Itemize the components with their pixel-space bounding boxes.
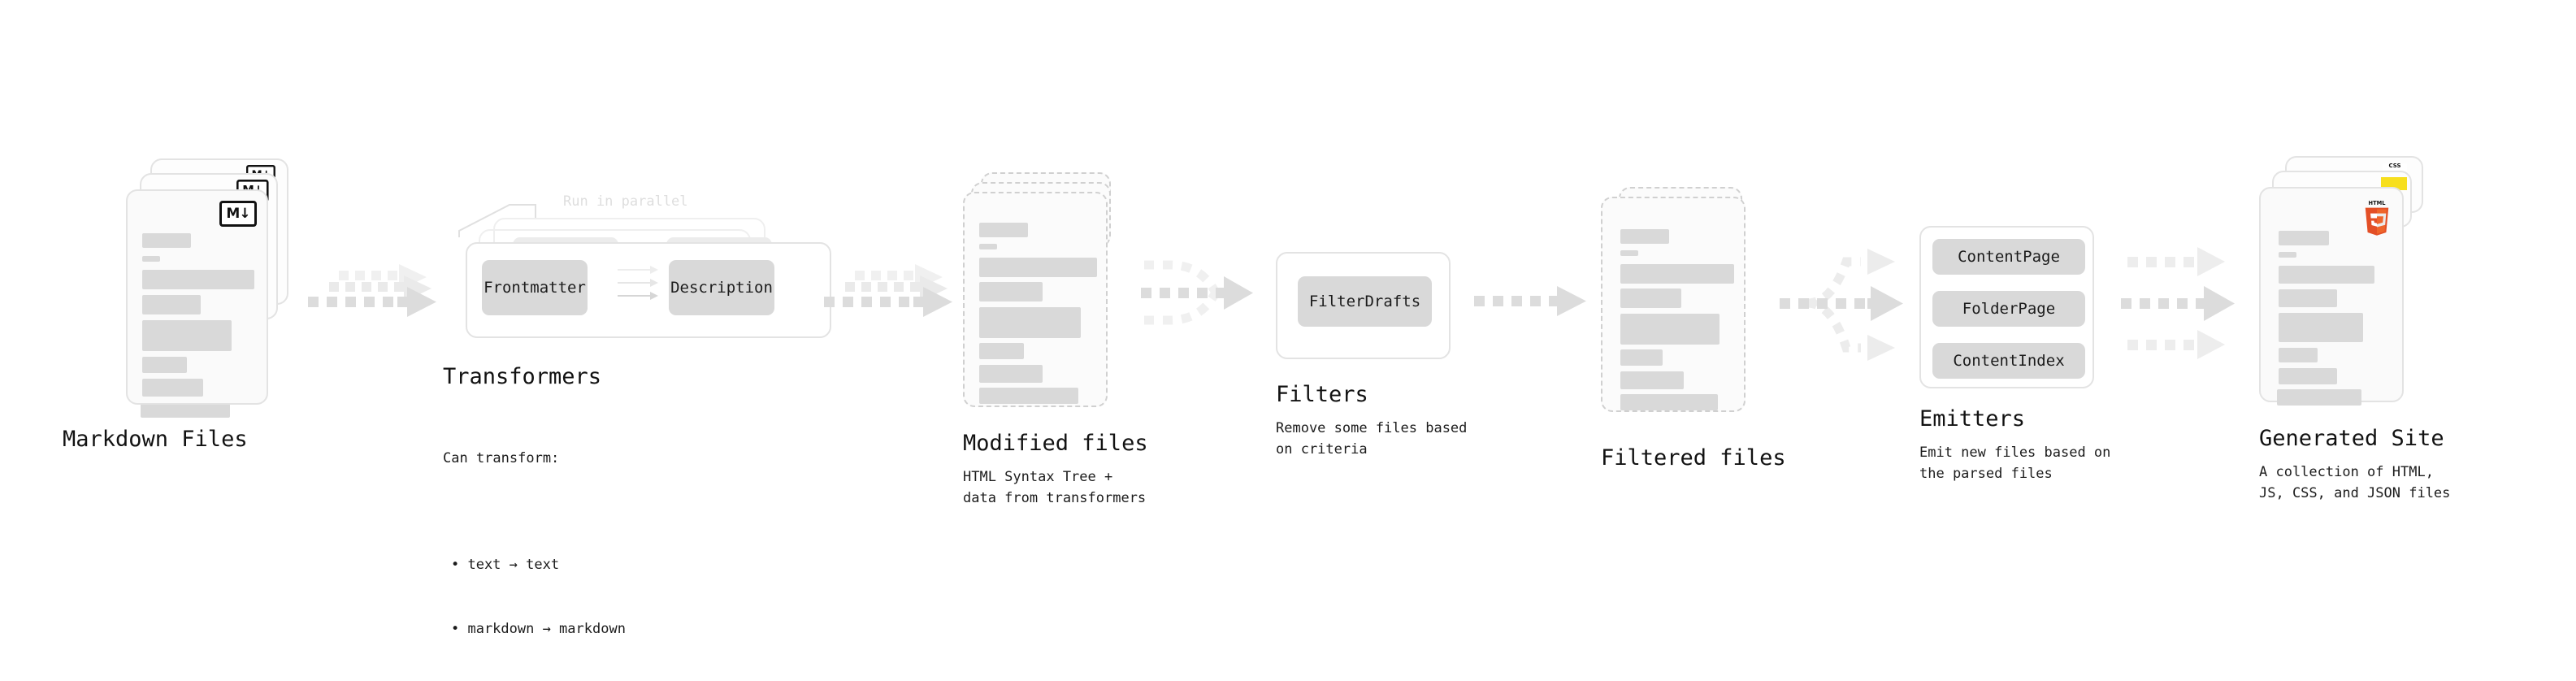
connector-transformers-to-modified <box>821 264 952 337</box>
skeleton-line <box>142 256 160 262</box>
connector-filtered-to-emitters <box>1772 234 1910 372</box>
filtered-card-stack <box>1601 187 1763 423</box>
filters-box: FilterDrafts <box>1276 252 1451 359</box>
skeleton-line <box>142 379 203 397</box>
modified-card-stack <box>963 172 1125 416</box>
emitters-caption: Emit new files based on the parsed files <box>1919 445 2111 483</box>
skeleton-line <box>979 244 997 249</box>
skeleton-line <box>1620 371 1684 389</box>
list-item: • markdown → markdown <box>451 621 626 638</box>
connector-markdown-to-transformers <box>305 264 436 337</box>
skeleton-line <box>979 258 1097 277</box>
skeleton-line <box>1620 314 1720 345</box>
css-badge-label: CSS <box>2388 163 2401 169</box>
skeleton-line <box>141 401 230 418</box>
skeleton-line <box>1620 288 1681 308</box>
modified-card-front <box>963 192 1108 407</box>
skeleton-line <box>1620 229 1669 244</box>
markdown-card-front: M↓ <box>126 189 268 405</box>
markdown-badge-label: M <box>226 205 240 222</box>
skeleton-line <box>2279 266 2374 284</box>
skeleton-line <box>979 388 1078 404</box>
connector-filters-to-filtered <box>1472 286 1594 327</box>
pill-contentindex[interactable]: ContentIndex <box>1932 343 2085 379</box>
connector-modified-to-filters <box>1138 250 1260 340</box>
skeleton-line <box>142 320 232 351</box>
triple-lane-arrow-icon <box>2121 247 2235 359</box>
generated-site-caption: A collection of HTML, JS, CSS, and JSON … <box>2259 464 2451 502</box>
stage-markdown-files: M↓ M↓ M↓ Markdown <box>63 158 301 452</box>
stage-filtered-files: Filtered files <box>1601 187 1786 471</box>
parallel-note: Run in parallel <box>563 193 688 210</box>
pill-filterdrafts-label: FilterDrafts <box>1308 293 1421 310</box>
pill-description-label: Description <box>670 279 773 297</box>
fan-out-arrow-icon <box>1780 249 1903 361</box>
transformers-bullet-list: • text → text • markdown → markdown • ht… <box>443 512 626 681</box>
stage-title-filters: Filters <box>1276 382 1368 407</box>
triple-arrow-icon <box>824 264 952 317</box>
stage-title-generated-site: Generated Site <box>2259 426 2444 451</box>
triple-arrow-icon <box>308 264 436 317</box>
pill-contentindex-label: ContentIndex <box>1953 352 2065 370</box>
skeleton-line <box>979 282 1043 301</box>
pill-filterdrafts[interactable]: FilterDrafts <box>1298 276 1432 327</box>
stage-title-modified-files: Modified files <box>963 431 1148 456</box>
single-arrow-icon <box>1474 286 1586 316</box>
pill-frontmatter-label: Frontmatter <box>484 279 586 297</box>
skeleton-line <box>142 295 201 314</box>
skeleton-line <box>2279 231 2329 245</box>
skeleton-line <box>142 270 254 289</box>
transformers-caption-heading: Can transform: <box>443 449 560 466</box>
skeleton-line <box>142 357 187 373</box>
skeleton-line <box>2279 252 2296 258</box>
connector-emitters-to-site <box>2113 234 2259 380</box>
pill-frontmatter[interactable]: Frontmatter <box>482 260 588 315</box>
html5-icon: HTML <box>2365 200 2389 236</box>
stage-modified-files: Modified files HTML Syntax Tree + data f… <box>963 172 1148 506</box>
svg-text:HTML: HTML <box>2369 200 2387 206</box>
site-card-stack: CSS HTML <box>2259 156 2434 416</box>
stage-title-emitters: Emitters <box>1919 406 2026 432</box>
stage-title-markdown-files: Markdown Files <box>63 427 248 452</box>
transform-arrows-icon <box>618 266 658 300</box>
list-item: • text → text <box>451 557 560 574</box>
skeleton-line <box>1620 394 1718 410</box>
emitters-box: ContentPage FolderPage ContentIndex <box>1919 226 2094 388</box>
skeleton-line <box>1620 264 1734 284</box>
pill-folderpage[interactable]: FolderPage <box>1932 291 2085 327</box>
stage-title-transformers: Transformers <box>443 364 602 389</box>
skeleton-line <box>979 223 1028 237</box>
skeleton-line <box>2279 348 2318 362</box>
skeleton-line <box>2277 389 2361 406</box>
skeleton-line <box>1620 349 1663 366</box>
filtered-card-front <box>1601 197 1746 412</box>
skeleton-line <box>1620 250 1638 256</box>
skeleton-line <box>2279 313 2363 342</box>
skeleton-line <box>979 343 1024 359</box>
skeleton-line <box>979 307 1081 338</box>
transformers-caption: Can transform: • text → text • markdown … <box>443 405 626 681</box>
skeleton-line <box>979 365 1043 383</box>
stage-title-filtered-files: Filtered files <box>1601 445 1786 471</box>
markdown-icon: M↓ <box>219 201 257 227</box>
pill-contentpage[interactable]: ContentPage <box>1932 239 2085 275</box>
stage-generated-site: CSS HTML <box>2259 156 2450 501</box>
site-card-front: HTML <box>2259 187 2404 402</box>
pill-contentpage-label: ContentPage <box>1958 248 2060 266</box>
parallel-leader-line <box>458 204 536 237</box>
modified-files-caption: HTML Syntax Tree + data from transformer… <box>963 469 1147 507</box>
markdown-card-stack: M↓ M↓ M↓ <box>126 158 301 419</box>
filters-caption: Remove some files based on criteria <box>1276 420 1468 458</box>
pill-folderpage-label: FolderPage <box>1962 300 2056 318</box>
pill-description[interactable]: Description <box>669 260 774 315</box>
skeleton-line <box>2279 289 2337 307</box>
fan-in-arrow-icon <box>1141 260 1253 325</box>
skeleton-line <box>2279 368 2337 384</box>
skeleton-line <box>142 233 191 248</box>
